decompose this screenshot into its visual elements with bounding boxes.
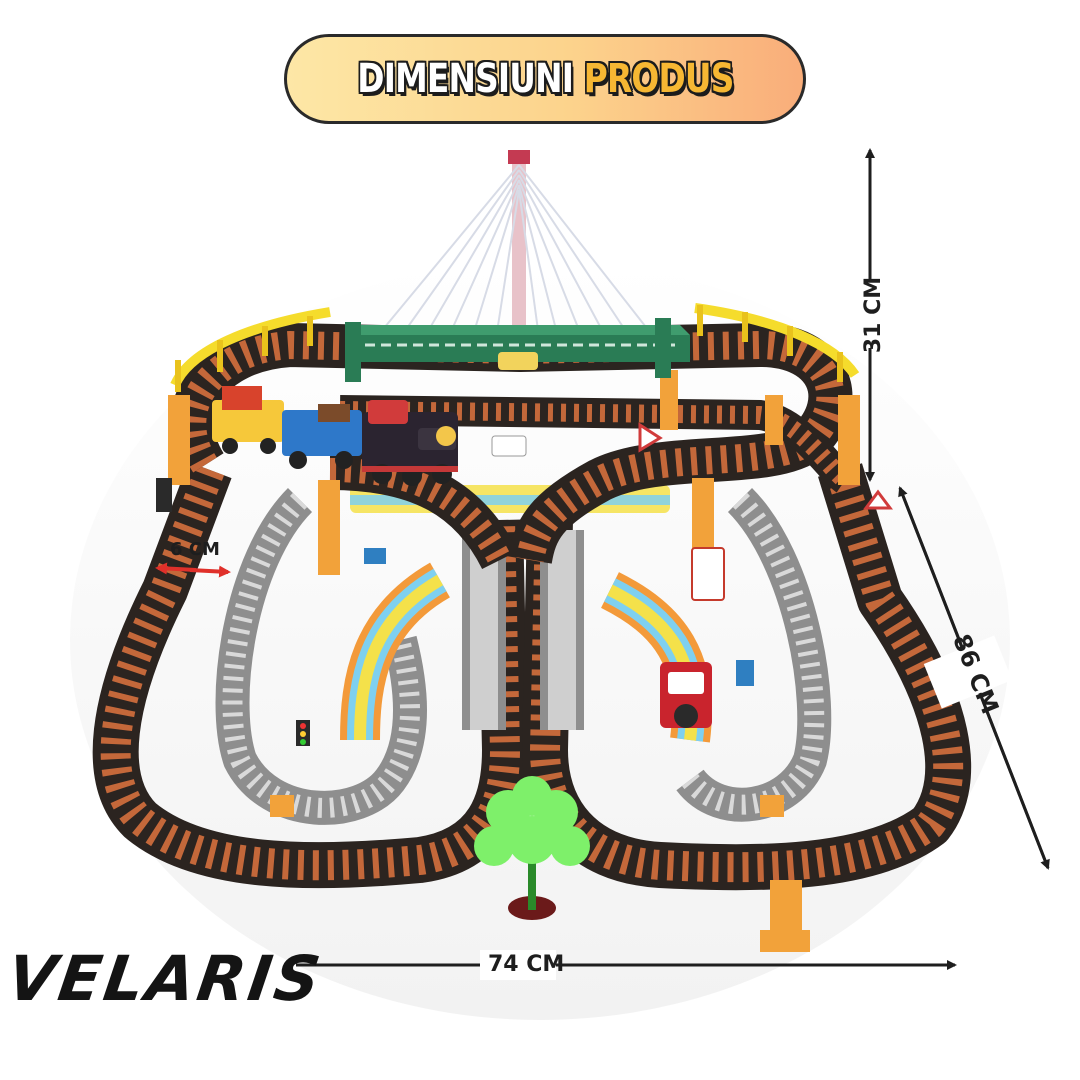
width-label-bg: [480, 950, 556, 980]
train-locomotive: [362, 400, 458, 486]
title-part-produs: PRODUS: [583, 56, 734, 102]
height-label-bg: [856, 282, 884, 348]
toy-car-red: [660, 662, 712, 728]
track-width-arrow-right: [189, 565, 231, 578]
train-wagon-blue: [282, 404, 362, 469]
suspension-bridge: [345, 150, 690, 382]
title-text: DIMENSIUNI PRODUS: [356, 56, 734, 102]
track-width-label: 6 CM: [170, 539, 220, 560]
track-supports: [168, 370, 860, 952]
title-banner: DIMENSIUNI PRODUS: [284, 34, 806, 124]
depth-label-bg: [923, 635, 1013, 709]
toy-tree: [474, 776, 590, 920]
road-signs: [156, 422, 893, 746]
train-wagon-yellow: [212, 386, 284, 454]
width-label: 74 CM: [488, 952, 565, 977]
title-part-dimensiuni: DIMENSIUNI: [356, 56, 574, 102]
yellow-guard-rails: [170, 303, 860, 392]
height-label: 31 CM: [861, 276, 887, 354]
brand-logo: VELARIS: [2, 942, 328, 1015]
track-width-arrow-left: [155, 562, 197, 575]
toy-train: [212, 386, 458, 486]
